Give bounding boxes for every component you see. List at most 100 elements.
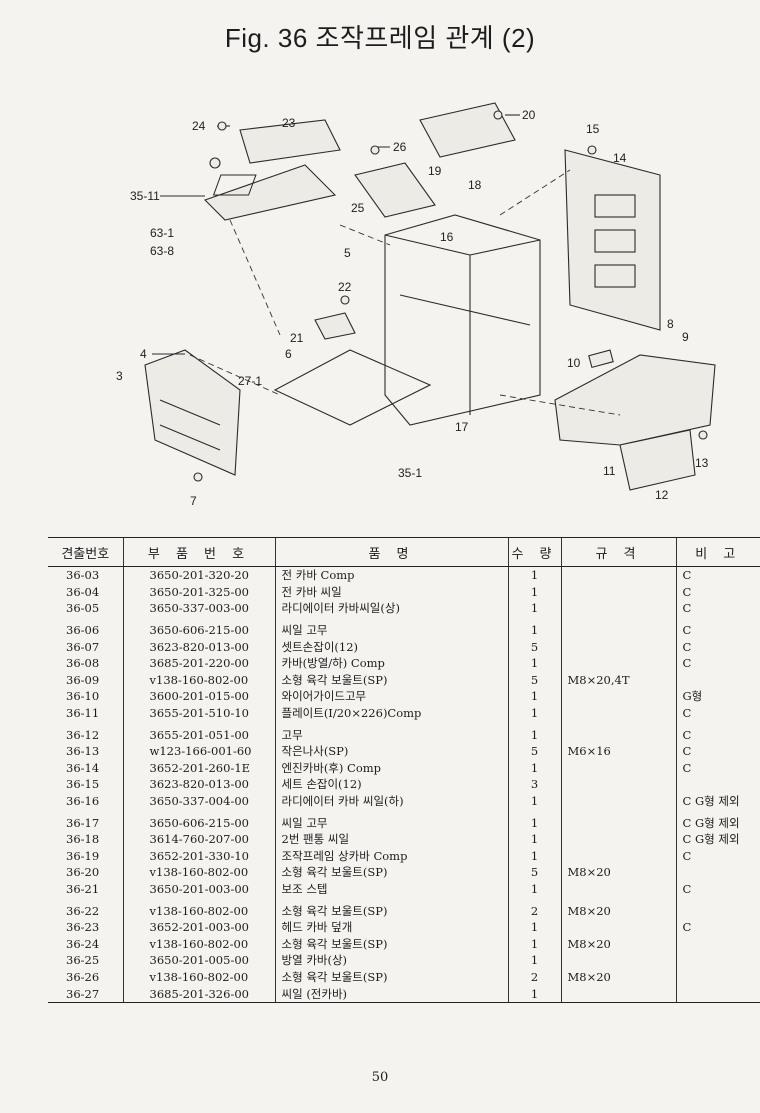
diagram-label: 27-1 (238, 374, 262, 388)
cell-part: 3650-201-003-00 (122, 880, 275, 898)
diagram-label: 9 (682, 330, 689, 344)
diagram-label: 20 (522, 108, 536, 122)
col-header-part-number: 부 품 번 호 (122, 537, 275, 567)
cell-qty: 1 (507, 721, 561, 743)
cell-no: 36-07 (66, 639, 100, 654)
cell-part: v138-160-802-00 (122, 864, 275, 881)
cell-no: 36-20 (66, 865, 100, 880)
cell-qty: 5 (507, 671, 561, 689)
cell-part: 3652-201-003-00 (122, 918, 275, 936)
cell-name: 라디에이터 카바씨일(상) (274, 600, 508, 617)
cell-spec (560, 985, 676, 1003)
diagram-label: 6 (285, 347, 292, 361)
col-header-no: 견출번호 (48, 537, 123, 567)
cell-name: 소형 육각 보울트(SP) (274, 968, 508, 986)
cell-part: 3623-820-013-00 (122, 638, 275, 655)
cell-note: C G형 제외 (675, 792, 760, 810)
cell-no: 36-03 (66, 568, 100, 583)
cell-qty: 1 (507, 654, 561, 672)
diagram-label: 63-1 (150, 226, 174, 240)
cell-note (675, 897, 760, 919)
diagram-label: 23 (282, 116, 296, 130)
cell-note (675, 985, 760, 1003)
cell-qty: 1 (507, 759, 561, 777)
cell-note: C (675, 847, 760, 865)
page-title: Fig. 36 조작프레임 관계 (2) (224, 23, 536, 53)
cell-qty: 1 (507, 952, 561, 969)
cell-no: 36-26 (66, 969, 100, 984)
cell-no: 36-13 (66, 744, 100, 759)
cell-spec: M8×20 (560, 935, 676, 953)
cell-part: 3600-201-015-00 (122, 688, 275, 705)
diagram-label: 35-11 (130, 189, 160, 203)
cell-note: C (675, 566, 760, 584)
diagram-label: 35-1 (398, 466, 422, 480)
cell-name: 플레이트(I/20×226)Comp (274, 704, 508, 722)
diagram-label: 25 (351, 201, 365, 215)
cell-spec: M8×20 (560, 897, 676, 919)
diagram-label: 4 (140, 347, 147, 361)
cell-note (675, 952, 760, 969)
cell-part: 3655-201-510-10 (122, 704, 275, 722)
cell-qty: 1 (507, 880, 561, 898)
diagram-label: 26 (393, 140, 407, 154)
cell-spec (560, 952, 676, 969)
cell-spec (560, 638, 676, 655)
cell-no: 36-16 (66, 794, 100, 809)
cell-no: 36-18 (66, 832, 100, 847)
cell-name: 세트 손잡이(12) (274, 776, 508, 793)
diagram-label: 11 (603, 464, 616, 478)
cell-name: 씨일 (전카바) (274, 985, 508, 1003)
cell-name: 소형 육각 보울트(SP) (274, 671, 508, 689)
cell-name: 라디에이터 카바 씨일(하) (274, 792, 508, 810)
cell-spec (560, 704, 676, 722)
diagram-label: 24 (192, 119, 206, 133)
cell-note: C (675, 600, 760, 617)
cell-name: 소형 육각 보울트(SP) (274, 897, 508, 919)
cell-spec (560, 918, 676, 936)
exploded-parts-diagram: 24 23 20 15 14 26 19 18 35-11 25 16 63-1… (116, 102, 716, 508)
cell-part: v138-160-802-00 (122, 968, 275, 986)
cell-qty: 5 (507, 742, 561, 760)
diagram-label: 14 (613, 151, 627, 165)
col-header-spec: 규 격 (560, 537, 676, 567)
cell-note: C (675, 704, 760, 722)
cell-qty: 1 (507, 918, 561, 936)
cell-qty: 1 (507, 809, 561, 831)
cell-qty: 1 (507, 985, 561, 1003)
diagram-label: 3 (116, 369, 123, 383)
cell-spec (560, 654, 676, 672)
cell-qty: 1 (507, 935, 561, 953)
diagram-label: 19 (428, 164, 442, 178)
cell-spec (560, 566, 676, 584)
cell-note: C (675, 742, 760, 760)
col-header-name: 품 명 (274, 537, 508, 567)
cell-note: C (675, 721, 760, 743)
cell-part: 3650-201-325-00 (122, 583, 275, 601)
cell-name: 헤드 카바 덮개 (274, 918, 508, 936)
cell-no: 36-23 (66, 920, 100, 935)
cell-qty: 1 (507, 792, 561, 810)
diagram-label: 16 (440, 230, 454, 244)
cell-qty: 1 (507, 616, 561, 639)
cell-note: C (675, 654, 760, 672)
cell-part: 3652-201-260-1E (122, 759, 275, 777)
diagram-label: 63-8 (150, 244, 174, 258)
cell-part: 3652-201-330-10 (122, 847, 275, 865)
cell-name: 전 카바 Comp (274, 566, 508, 584)
cell-name: 소형 육각 보울트(SP) (274, 864, 508, 881)
cell-qty: 1 (507, 847, 561, 865)
cell-part: 3650-337-003-00 (122, 600, 275, 617)
cell-name: 작은나사(SP) (274, 742, 508, 760)
